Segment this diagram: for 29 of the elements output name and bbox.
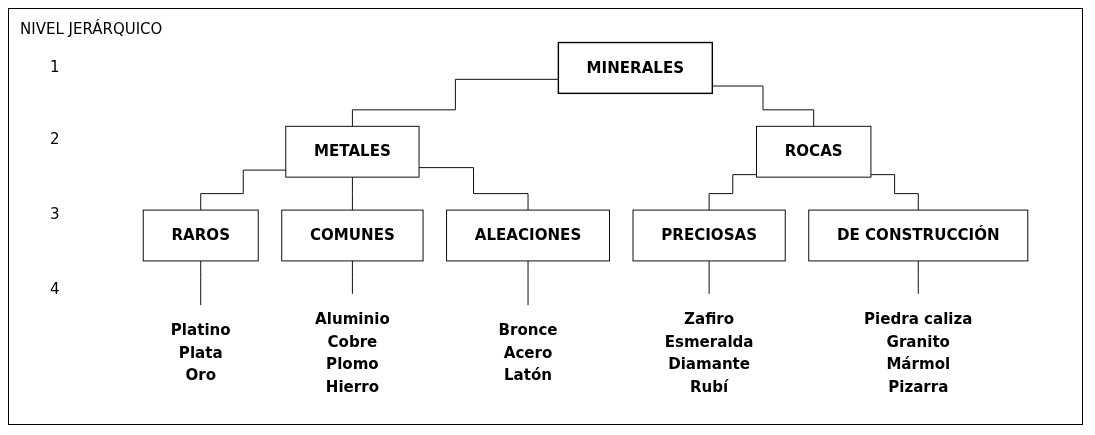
connector: [527, 260, 529, 306]
node-box: METALES: [285, 125, 420, 178]
level-number: 2: [50, 130, 60, 148]
level-number: 1: [50, 58, 60, 76]
connector: [917, 260, 919, 295]
connector: [200, 169, 287, 211]
node-text: Bronce Acero Latón: [498, 321, 558, 385]
node-text: Aluminio Cobre Plomo Hierro: [314, 309, 390, 396]
node-box: MINERALES: [557, 41, 713, 95]
node-box: ROCAS: [755, 125, 872, 178]
connector: [418, 167, 529, 211]
node-box: RAROS: [142, 209, 259, 262]
level-number: 3: [50, 205, 60, 223]
level-number: 4: [50, 280, 60, 298]
node-box: COMUNES: [281, 209, 424, 262]
connector: [351, 260, 353, 295]
connector: [200, 260, 201, 306]
node-text: Platino Plata Oro: [170, 321, 231, 385]
connector: [708, 174, 757, 211]
node-box: DE CONSTRUCCIÓN: [808, 209, 1029, 262]
node-text: Piedra caliza Granito Mármol Pizarra: [863, 309, 973, 396]
connector: [351, 176, 353, 211]
connector: [351, 78, 559, 127]
axis-title: NIVEL JERÁRQUICO: [20, 20, 163, 38]
node-box: PRECIOSAS: [632, 209, 786, 262]
node-box: ALEACIONES: [445, 209, 610, 262]
connector: [708, 260, 710, 295]
connector: [870, 174, 919, 211]
node-text: Zafiro Esmeralda Diamante Rubí: [664, 309, 754, 396]
